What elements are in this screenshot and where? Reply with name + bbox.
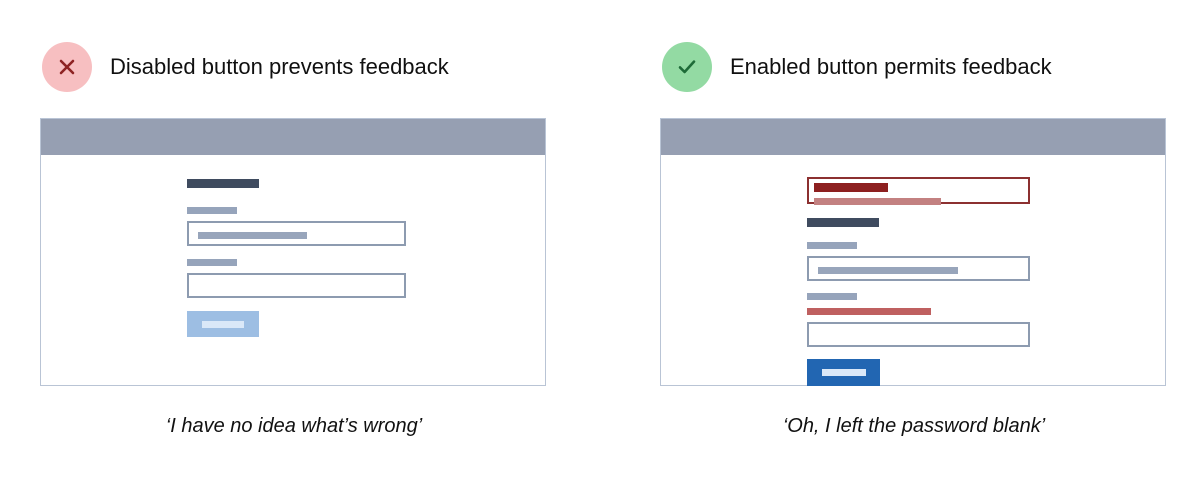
check-icon: [662, 42, 712, 92]
panel-header: Disabled button prevents feedback: [42, 42, 449, 92]
submit-button-label-placeholder: [821, 369, 866, 376]
password-field[interactable]: [187, 273, 406, 298]
app-window-mockup: [660, 118, 1166, 386]
username-field[interactable]: [807, 256, 1030, 281]
password-label-placeholder: [187, 259, 237, 266]
cross-icon: [42, 42, 92, 92]
panel-enabled-button: Enabled button permits feedback: [654, 0, 1174, 492]
panel-disabled-button: Disabled button prevents feedback ‘I hav…: [34, 0, 554, 492]
submit-button-label-placeholder: [202, 320, 244, 328]
form-title-placeholder: [807, 218, 879, 227]
page-title: Enabled button permits feedback: [730, 54, 1052, 79]
panel-header: Enabled button permits feedback: [662, 42, 1052, 92]
username-value-placeholder: [818, 267, 958, 274]
username-label-placeholder: [187, 207, 237, 214]
username-field[interactable]: [187, 221, 406, 246]
password-inline-error-placeholder: [807, 308, 931, 315]
window-titlebar: [41, 119, 545, 155]
submit-button[interactable]: [807, 359, 880, 386]
window-content: [41, 155, 545, 385]
panel-caption: ‘I have no idea what’s wrong’: [165, 415, 423, 437]
page-title: Disabled button prevents feedback: [110, 54, 449, 79]
panel-caption: ‘Oh, I left the password blank’: [782, 415, 1046, 437]
error-alert-title-placeholder: [814, 183, 888, 192]
window-titlebar: [661, 119, 1165, 155]
username-label-placeholder: [807, 242, 857, 249]
form-title-placeholder: [187, 179, 259, 188]
password-label-placeholder: [807, 293, 857, 300]
error-alert-text-placeholder: [814, 198, 941, 205]
username-value-placeholder: [198, 232, 307, 239]
submit-button[interactable]: [187, 311, 259, 337]
window-content: [661, 155, 1165, 386]
form-error-alert: [807, 177, 1030, 205]
app-window-mockup: [40, 118, 546, 386]
password-field[interactable]: [807, 322, 1030, 347]
